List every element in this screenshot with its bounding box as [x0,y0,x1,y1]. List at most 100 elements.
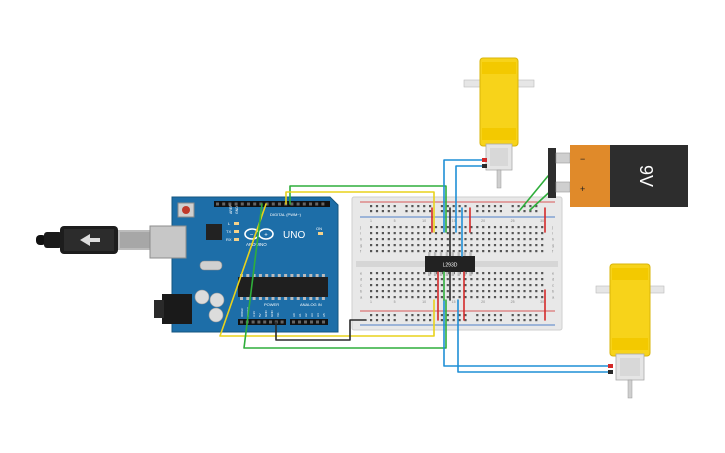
breadboard-hole[interactable] [493,244,497,247]
breadboard-hole[interactable] [511,232,514,235]
breadboard-hole[interactable] [529,238,532,241]
breadboard-hole[interactable] [370,272,373,275]
breadboard-hole[interactable] [535,238,538,241]
breadboard-hole[interactable] [482,314,485,317]
breadboard-hole[interactable] [517,296,520,299]
breadboard-hole[interactable] [393,272,396,275]
breadboard-hole[interactable] [505,296,508,299]
breadboard-hole[interactable] [370,296,373,299]
breadboard-hole[interactable] [535,226,538,229]
breadboard-hole[interactable] [529,278,532,281]
breadboard-hole[interactable] [517,272,520,275]
breadboard-hole[interactable] [452,314,455,317]
breadboard-hole[interactable] [488,314,491,317]
breadboard-hole[interactable] [429,278,432,281]
breadboard-hole[interactable] [423,314,426,317]
breadboard-hole[interactable] [535,319,538,322]
breadboard-hole[interactable] [411,272,414,275]
breadboard-hole[interactable] [434,250,438,253]
breadboard-hole[interactable] [440,290,443,293]
breadboard-hole[interactable] [482,244,485,247]
breadboard-hole[interactable] [464,319,467,322]
breadboard-hole[interactable] [370,210,373,213]
breadboard-hole[interactable] [417,226,420,229]
breadboard-hole[interactable] [499,244,502,247]
breadboard-hole[interactable] [411,314,414,317]
header-pin[interactable] [321,202,325,206]
breadboard-hole[interactable] [446,205,449,208]
breadboard-hole[interactable] [523,226,526,229]
breadboard-hole[interactable] [535,205,538,208]
breadboard-hole[interactable] [476,232,479,235]
arduino-uno-board[interactable]: L TX RX ON − + ARDUINO UNO DIGITAL (PWM~… [149,196,339,333]
breadboard-hole[interactable] [423,250,426,253]
header-pin[interactable] [234,202,238,206]
breadboard-hole[interactable] [541,244,544,247]
breadboard-hole[interactable] [417,290,420,293]
breadboard-hole[interactable] [476,314,479,317]
breadboard-hole[interactable] [464,284,467,287]
breadboard-hole[interactable] [505,272,508,275]
breadboard-hole[interactable] [529,284,532,287]
breadboard-hole[interactable] [446,314,449,317]
breadboard-hole[interactable] [452,210,455,213]
breadboard-hole[interactable] [387,296,390,299]
breadboard-hole[interactable] [529,210,532,213]
breadboard-hole[interactable] [411,205,414,208]
breadboard-hole[interactable] [511,319,514,322]
breadboard-hole[interactable] [499,226,502,229]
breadboard-hole[interactable] [405,284,408,287]
breadboard-hole[interactable] [482,284,485,287]
breadboard-hole[interactable] [423,278,426,281]
breadboard-hole[interactable] [429,210,432,213]
breadboard-hole[interactable] [523,244,526,247]
breadboard-hole[interactable] [411,226,414,229]
breadboard-hole[interactable] [458,205,461,208]
breadboard-hole[interactable] [387,250,390,253]
breadboard-hole[interactable] [523,205,526,208]
breadboard-hole[interactable] [517,290,520,293]
breadboard-hole[interactable] [517,226,520,229]
breadboard-hole[interactable] [470,250,473,253]
breadboard-hole[interactable] [417,232,420,235]
breadboard-hole[interactable] [405,210,408,213]
breadboard-hole[interactable] [405,290,408,293]
breadboard-hole[interactable] [446,238,449,241]
breadboard-hole[interactable] [458,232,461,235]
breadboard-hole[interactable] [381,314,384,317]
breadboard-hole[interactable] [470,278,473,281]
breadboard-hole[interactable] [482,226,485,229]
breadboard-hole[interactable] [387,278,390,281]
breadboard-hole[interactable] [417,210,420,213]
header-pin[interactable] [309,202,312,206]
breadboard-hole[interactable] [505,226,508,229]
breadboard-hole[interactable] [535,232,538,235]
breadboard-hole[interactable] [405,232,408,235]
breadboard-hole[interactable] [535,244,538,247]
breadboard-hole[interactable] [541,278,544,281]
breadboard-hole[interactable] [393,290,396,293]
breadboard-hole[interactable] [470,226,473,229]
breadboard-hole[interactable] [387,284,390,287]
breadboard-hole[interactable] [482,250,485,253]
header-pin[interactable] [251,320,255,324]
breadboard-hole[interactable] [387,272,390,275]
breadboard-hole[interactable] [387,244,390,247]
breadboard-hole[interactable] [381,284,384,287]
breadboard-hole[interactable] [393,238,396,241]
breadboard-hole[interactable] [517,319,520,322]
breadboard-hole[interactable] [505,232,508,235]
breadboard-hole[interactable] [375,232,379,235]
breadboard-hole[interactable] [387,319,390,322]
breadboard-hole[interactable] [387,290,390,293]
breadboard-hole[interactable] [452,238,455,241]
breadboard-hole[interactable] [393,314,396,317]
breadboard-hole[interactable] [541,290,544,293]
header-pin[interactable] [269,320,272,324]
breadboard-hole[interactable] [434,278,438,281]
breadboard-hole[interactable] [417,314,420,317]
breadboard-hole[interactable] [529,250,532,253]
breadboard-hole[interactable] [375,272,379,275]
breadboard-hole[interactable] [493,250,497,253]
breadboard-hole[interactable] [476,284,479,287]
